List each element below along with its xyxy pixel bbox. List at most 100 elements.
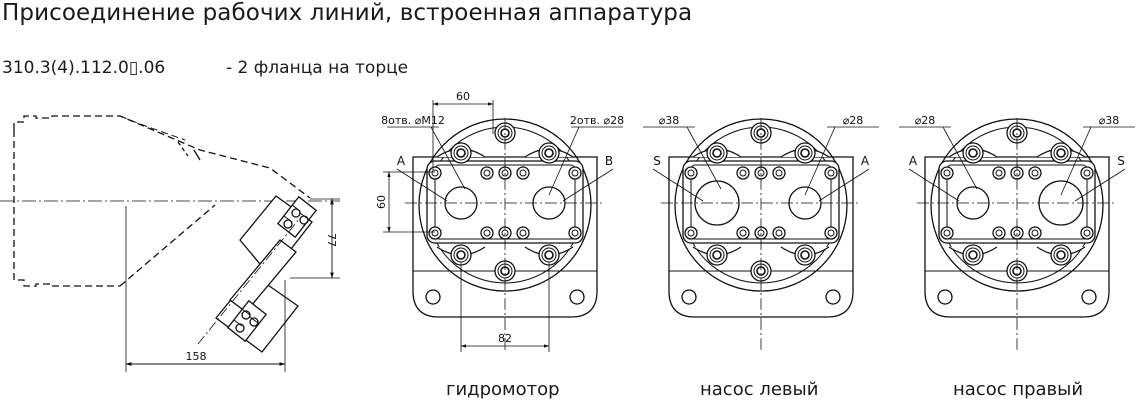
variant-code: 310.3(4).112.0▯.06 <box>2 58 166 78</box>
callout-left: ⌀28 <box>915 114 936 127</box>
side-view <box>0 115 340 372</box>
plate-hole-left <box>937 289 953 305</box>
port-label-left: S <box>653 154 661 168</box>
bolt-inner <box>519 169 527 177</box>
callout-left-leader <box>430 126 466 190</box>
bolt-outer <box>736 226 750 240</box>
bolt-inner <box>519 229 527 237</box>
callout-right: ⌀28 <box>843 114 864 127</box>
leader-right <box>562 168 614 202</box>
bolt-core <box>1056 148 1066 158</box>
bolt-core <box>800 250 810 260</box>
mounting-plate <box>412 156 598 318</box>
bolt-inner <box>709 247 725 263</box>
bolt-inner <box>739 229 747 237</box>
bolt-inner <box>775 169 783 177</box>
bolt-inner <box>1031 169 1039 177</box>
bolt-inner <box>1083 229 1091 237</box>
bolt-outer <box>428 226 442 240</box>
side-flange-top <box>276 195 318 239</box>
bolt-outer <box>940 226 954 240</box>
bolt-outer <box>772 226 786 240</box>
plate-hole-left <box>681 289 697 305</box>
port-label-left: A <box>909 154 918 168</box>
page-title: Присоединение рабочих линий, встроенная … <box>2 0 693 26</box>
bolt-inner <box>965 145 981 161</box>
dim-side-label: 60 <box>375 195 388 209</box>
bolt-core <box>800 148 810 158</box>
callout-right: 2отв. ⌀28 <box>570 114 624 127</box>
bolt-outer <box>992 226 1006 240</box>
bolt-inner <box>1083 169 1091 177</box>
port-label-right: B <box>605 154 613 168</box>
bolt-inner <box>1053 247 1069 263</box>
bolt-core <box>712 250 722 260</box>
dim-top-label: 60 <box>456 90 470 103</box>
callout-left: ⌀38 <box>659 114 680 127</box>
bolt-outer <box>516 166 530 180</box>
front-view-3: A S ⌀28 ⌀38 <box>899 114 1135 352</box>
bolt-inner <box>943 229 951 237</box>
bolt-inner <box>453 145 469 161</box>
variant-description: - 2 фланца на торце <box>226 58 409 78</box>
plate-hole-right <box>825 289 841 305</box>
bolt-inner <box>483 229 491 237</box>
front-view-2: S A ⌀38 ⌀28 <box>643 114 879 352</box>
callout-right-leader <box>804 126 836 196</box>
bolt-inner <box>1031 229 1039 237</box>
bolt-outer <box>940 166 954 180</box>
bolt-outer <box>824 226 838 240</box>
bolt-inner <box>827 169 835 177</box>
bolt-inner <box>739 169 747 177</box>
bolt-inner <box>797 145 813 161</box>
mounting-plate <box>668 156 854 318</box>
caption-pump-right: насос правый <box>953 379 1084 400</box>
bolt-inner <box>1053 145 1069 161</box>
bolt-inner <box>431 229 439 237</box>
bolt-inner <box>965 247 981 263</box>
bolt-outer <box>1080 166 1094 180</box>
bolt-outer <box>1028 166 1042 180</box>
bolt-inner <box>483 169 491 177</box>
callout-left-leader <box>686 126 722 190</box>
bolt-core <box>712 148 722 158</box>
side-flange-bottom <box>226 299 268 343</box>
leader-left <box>652 168 704 202</box>
bolt-inner <box>995 229 1003 237</box>
bolt-outer <box>568 226 582 240</box>
bolt-inner <box>571 169 579 177</box>
bolt-core <box>968 148 978 158</box>
bolt-inner <box>995 169 1003 177</box>
leader-left <box>908 168 960 202</box>
port-label-right: S <box>1117 154 1125 168</box>
bolt-outer <box>772 166 786 180</box>
bolt-core <box>544 250 554 260</box>
dim-77-label: 77 <box>325 233 338 247</box>
leader-left <box>396 168 448 202</box>
bolt-core <box>456 250 466 260</box>
bolt-outer <box>428 166 442 180</box>
bolt-inner <box>797 247 813 263</box>
callout-right: ⌀38 <box>1099 114 1120 127</box>
dim-158-label: 158 <box>186 350 207 363</box>
bolt-outer <box>568 166 582 180</box>
port-label-left: A <box>397 154 406 168</box>
callout-left-leader <box>942 126 978 190</box>
bolt-inner <box>687 169 695 177</box>
bolt-inner <box>943 169 951 177</box>
caption-pump-left: насос левый <box>700 379 819 400</box>
bolt-outer <box>684 166 698 180</box>
port-label-right: A <box>861 154 870 168</box>
dim-bottom-label: 82 <box>498 332 512 345</box>
bolt-outer <box>480 226 494 240</box>
mounting-plate <box>924 156 1110 318</box>
bolt-core <box>456 148 466 158</box>
bolt-inner <box>431 169 439 177</box>
bolt-core <box>544 148 554 158</box>
bolt-outer <box>992 166 1006 180</box>
side-housing-hidden <box>13 115 311 199</box>
bolt-outer <box>824 166 838 180</box>
bolt-inner <box>687 229 695 237</box>
